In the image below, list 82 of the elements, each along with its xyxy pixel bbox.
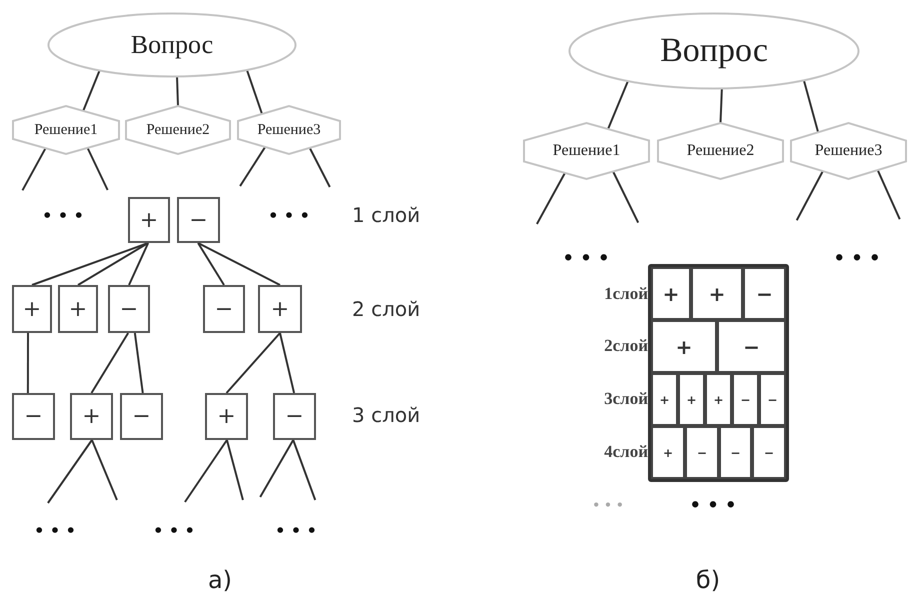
branch-line bbox=[86, 148, 108, 190]
branch-line bbox=[259, 440, 294, 498]
ellipsis-dots: • • • bbox=[41, 204, 85, 226]
connector-line bbox=[77, 242, 149, 286]
sign-cell: − bbox=[685, 426, 719, 479]
connector-line bbox=[802, 80, 820, 132]
ellipsis-dots: • • • bbox=[33, 520, 77, 542]
sign-cell: − bbox=[719, 426, 752, 479]
panel-caption: б) bbox=[694, 565, 722, 596]
ellipsis-dots: • • • bbox=[267, 204, 311, 226]
connector-line bbox=[128, 242, 150, 286]
panel-caption: а) bbox=[206, 565, 234, 596]
layer-label: 3 слой bbox=[352, 402, 422, 429]
branch-line bbox=[796, 170, 824, 221]
layer-label: 1 слой bbox=[352, 202, 422, 229]
sign-cell: + bbox=[651, 267, 691, 320]
sign-cell: + bbox=[705, 373, 732, 426]
solution-hexagon: Решение1 bbox=[12, 105, 120, 155]
connector-line bbox=[26, 333, 29, 393]
ellipsis-dots: • • • bbox=[561, 246, 611, 270]
solution-hexagon: Решение1 bbox=[523, 122, 650, 180]
sign-box: + bbox=[258, 285, 302, 333]
connector-line bbox=[226, 332, 281, 394]
branch-line bbox=[22, 148, 46, 191]
connector-line bbox=[198, 242, 280, 286]
branch-line bbox=[876, 170, 901, 220]
sign-box: + bbox=[12, 285, 52, 333]
sign-cell: − bbox=[732, 373, 759, 426]
question-ellipse: Вопрос bbox=[47, 12, 297, 78]
ellipsis-dots: • • • bbox=[152, 520, 196, 542]
solution-hexagon: Решение3 bbox=[790, 122, 907, 180]
sign-cell: − bbox=[759, 373, 786, 426]
connector-line bbox=[82, 70, 100, 112]
sign-cell: + bbox=[691, 267, 743, 320]
solution-hexagon: Решение2 bbox=[125, 105, 231, 155]
sign-box: + bbox=[128, 197, 170, 243]
sign-cell: − bbox=[752, 426, 786, 479]
sign-cell: + bbox=[678, 373, 705, 426]
ellipsis-dots: • • • bbox=[832, 246, 882, 270]
connector-line bbox=[176, 76, 179, 106]
connector-line bbox=[197, 242, 225, 286]
question-ellipse: Вопрос bbox=[568, 12, 860, 90]
sign-box: − bbox=[12, 393, 55, 440]
branch-line bbox=[612, 171, 640, 224]
connector-line bbox=[279, 332, 296, 394]
row-label: 2слой bbox=[603, 335, 649, 357]
row-label: 3слой bbox=[603, 388, 649, 410]
ellipsis-dots: • • • bbox=[274, 520, 318, 542]
connector-line bbox=[720, 88, 723, 124]
connector-line bbox=[607, 80, 629, 130]
sign-cell: − bbox=[717, 320, 786, 373]
sign-cell: + bbox=[651, 373, 678, 426]
branch-line bbox=[239, 146, 266, 187]
branch-line bbox=[184, 439, 228, 503]
solution-hexagon: Решение3 bbox=[237, 105, 341, 155]
connector-line bbox=[246, 70, 263, 114]
connector-line bbox=[90, 332, 130, 394]
sign-box: + bbox=[70, 393, 113, 440]
sign-cell: + bbox=[651, 426, 685, 479]
sign-box: − bbox=[120, 393, 163, 440]
branch-line bbox=[292, 440, 316, 500]
sign-box: + bbox=[58, 285, 98, 333]
ellipsis-dots: • • • bbox=[591, 497, 625, 514]
sign-cell: − bbox=[743, 267, 786, 320]
row-label: 1слой bbox=[603, 283, 649, 305]
sign-box: − bbox=[177, 197, 220, 243]
sign-box: − bbox=[273, 393, 316, 440]
branch-line bbox=[47, 439, 93, 504]
connector-line bbox=[32, 242, 148, 286]
connector-line bbox=[134, 332, 144, 394]
layer-label: 2 слой bbox=[352, 296, 422, 323]
branch-line bbox=[536, 172, 566, 225]
sign-box: − bbox=[203, 285, 245, 333]
branch-line bbox=[226, 440, 244, 500]
sign-box: + bbox=[205, 393, 248, 440]
solution-hexagon: Решение2 bbox=[657, 122, 784, 180]
sign-cell: + bbox=[651, 320, 717, 373]
sign-box: − bbox=[108, 285, 150, 333]
branch-line bbox=[308, 148, 331, 188]
branch-line bbox=[91, 440, 118, 500]
ellipsis-dots: • • • bbox=[688, 494, 738, 516]
row-label: 4слой bbox=[603, 441, 649, 463]
